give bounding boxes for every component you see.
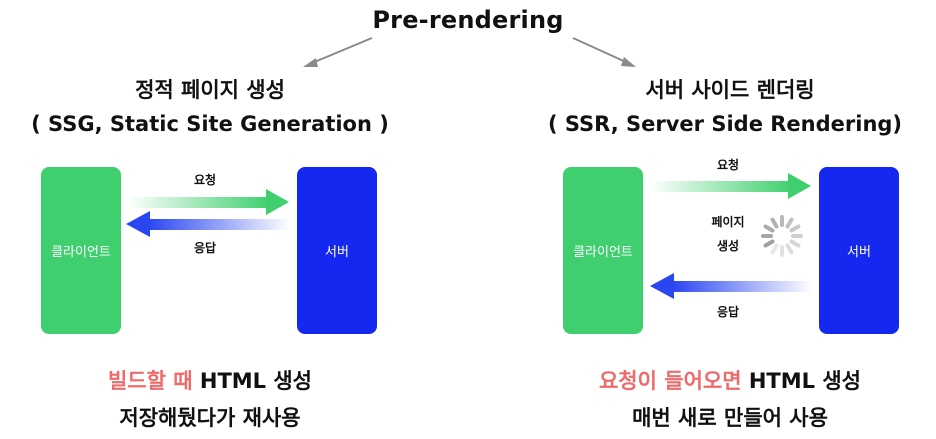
ssr-client-box: 클라이언트 <box>563 167 643 334</box>
ssg-heading-line1: 정적 페이지 생성 <box>135 78 285 102</box>
ssg-request-label: 요청 <box>193 173 217 187</box>
ssr-process-line2: 생성 <box>716 239 740 253</box>
ssg-summary-line1: 빌드할 때 HTML 생성 <box>60 365 360 395</box>
loading-spinner-icon <box>761 215 803 257</box>
ssr-summary-accent: 요청이 들어오면 <box>598 369 742 393</box>
ssg-server-box: 서버 <box>297 167 377 334</box>
arrow-down-left-icon <box>303 37 373 67</box>
ssr-heading-line1: 서버 사이드 렌더링 <box>645 78 815 102</box>
ssg-client-label: 클라이언트 <box>51 245 111 260</box>
ssr-summary-line2: 매번 새로 만들어 사용 <box>632 406 828 430</box>
ssr-summary-rest: HTML 생성 <box>741 369 861 393</box>
ssg-server-label: 서버 <box>325 245 349 260</box>
ssg-heading-line2: ( SSG, Static Site Generation ) <box>31 112 389 136</box>
ssr-summary-line1: 요청이 들어오면 HTML 생성 <box>560 365 900 395</box>
ssr-server-label: 서버 <box>847 245 871 260</box>
left-response-arrow <box>126 211 290 237</box>
ssr-response-label: 응답 <box>716 305 740 319</box>
right-request-arrow <box>650 173 811 199</box>
page-title: Pre-rendering <box>372 6 564 34</box>
right-response-arrow <box>650 273 812 299</box>
ssg-client-box: 클라이언트 <box>41 167 121 334</box>
ssg-summary-accent: 빌드할 때 <box>107 369 193 393</box>
ssr-client-label: 클라이언트 <box>573 245 633 260</box>
ssg-summary-rest: HTML 생성 <box>192 369 313 393</box>
ssr-request-label: 요청 <box>716 158 740 172</box>
ssg-response-label: 응답 <box>193 241 217 255</box>
arrow-down-right-icon <box>572 37 636 67</box>
ssr-process-line1: 페이지 <box>711 215 745 229</box>
ssr-server-box: 서버 <box>819 167 899 334</box>
left-request-arrow <box>128 189 289 215</box>
ssr-heading-line2: ( SSR, Server Side Rendering) <box>547 112 903 136</box>
ssg-summary-line2: 저장해뒀다가 재사용 <box>119 406 301 430</box>
